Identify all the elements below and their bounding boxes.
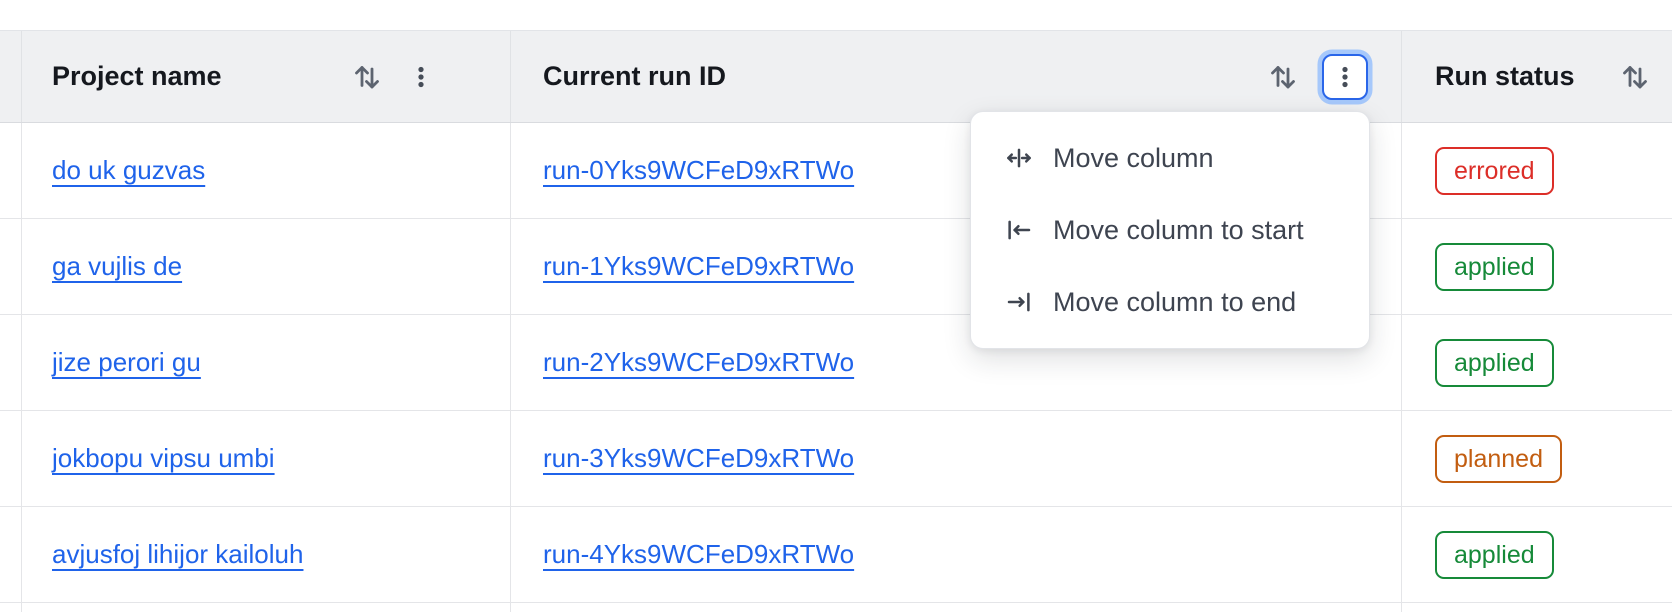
status-badge: planned xyxy=(1435,434,1562,483)
gutter-cell xyxy=(0,315,22,410)
run-id-link[interactable]: run-1Yks9WCFeD9xRTWo xyxy=(543,251,855,281)
project-name-link[interactable]: jize perori gu xyxy=(52,347,201,377)
column-header-current-run-id: Current run ID xyxy=(511,31,1402,122)
project-name-cell: jize perori gu xyxy=(22,315,511,410)
project-name-link[interactable]: ga vujlis de xyxy=(52,251,183,281)
gutter-cell xyxy=(0,411,22,506)
run-id-link[interactable]: run-0Yks9WCFeD9xRTWo xyxy=(543,155,855,185)
table-row: jokbopu vipsu umbi run-3Yks9WCFeD9xRTWo … xyxy=(0,411,1672,507)
table-body: do uk guzvas run-0Yks9WCFeD9xRTWo errore… xyxy=(0,123,1672,603)
status-badge: applied xyxy=(1435,338,1554,387)
menu-item-move-column[interactable]: Move column xyxy=(971,122,1369,194)
status-badge: applied xyxy=(1435,530,1554,579)
sort-arrows-icon xyxy=(1267,61,1299,93)
project-name-link[interactable]: avjusfoj lihijor kailoluh xyxy=(52,539,304,569)
projects-table: Project name Current run ID xyxy=(0,30,1672,612)
move-column-to-end-icon xyxy=(1004,287,1034,317)
project-name-cell: jokbopu vipsu umbi xyxy=(22,411,511,506)
sort-arrows-icon xyxy=(351,61,383,93)
gutter-header-cell xyxy=(0,31,22,122)
run-status-cell: errored xyxy=(1402,123,1672,218)
gutter-cell xyxy=(0,123,22,218)
run-status-cell: applied xyxy=(1402,507,1672,602)
move-column-to-start-icon xyxy=(1004,215,1034,245)
project-name-sort-button[interactable] xyxy=(344,54,390,100)
current-run-id-column-menu-button[interactable] xyxy=(1322,53,1368,100)
kebab-menu-icon xyxy=(1330,62,1360,92)
project-name-header-label: Project name xyxy=(52,61,222,91)
column-header-project-name: Project name xyxy=(22,31,511,122)
current-run-id-cell: run-1Yks9WCFeD9xRTWo xyxy=(511,219,1402,314)
run-id-link[interactable]: run-3Yks9WCFeD9xRTWo xyxy=(543,443,855,473)
current-run-id-sort-button[interactable] xyxy=(1260,54,1306,100)
project-name-column-menu-button[interactable] xyxy=(398,54,444,100)
column-options-menu: Move column Move column to start Move co… xyxy=(970,111,1370,349)
sort-arrows-icon xyxy=(1619,61,1651,93)
current-run-id-cell: run-2Yks9WCFeD9xRTWo xyxy=(511,315,1402,410)
project-name-cell: ga vujlis de xyxy=(22,219,511,314)
project-name-cell: avjusfoj lihijor kailoluh xyxy=(22,507,511,602)
project-name-link[interactable]: do uk guzvas xyxy=(52,155,206,185)
menu-item-label: Move column xyxy=(1053,142,1214,173)
column-header-run-status: Run status xyxy=(1402,31,1672,122)
table-header-row: Project name Current run ID xyxy=(0,30,1672,123)
status-badge: errored xyxy=(1435,146,1554,195)
table-row-partial xyxy=(0,603,1672,612)
run-id-link[interactable]: run-4Yks9WCFeD9xRTWo xyxy=(543,539,855,569)
run-id-link[interactable]: run-2Yks9WCFeD9xRTWo xyxy=(543,347,855,377)
current-run-id-header-label: Current run ID xyxy=(543,61,727,91)
run-status-cell: planned xyxy=(1402,411,1672,506)
table-row: avjusfoj lihijor kailoluh run-4Yks9WCFeD… xyxy=(0,507,1672,603)
table-row: ga vujlis de run-1Yks9WCFeD9xRTWo applie… xyxy=(0,219,1672,315)
gutter-cell xyxy=(0,219,22,314)
run-status-cell: applied xyxy=(1402,315,1672,410)
menu-item-label: Move column to start xyxy=(1053,214,1304,245)
project-name-link[interactable]: jokbopu vipsu umbi xyxy=(52,443,275,473)
run-status-cell: applied xyxy=(1402,219,1672,314)
menu-item-move-column-to-end[interactable]: Move column to end xyxy=(971,266,1369,338)
table-row: do uk guzvas run-0Yks9WCFeD9xRTWo errore… xyxy=(0,123,1672,219)
menu-item-move-column-to-start[interactable]: Move column to start xyxy=(971,194,1369,266)
move-column-icon xyxy=(1004,143,1034,173)
kebab-menu-icon xyxy=(406,62,436,92)
current-run-id-cell: run-0Yks9WCFeD9xRTWo xyxy=(511,123,1402,218)
current-run-id-cell: run-4Yks9WCFeD9xRTWo xyxy=(511,507,1402,602)
status-badge: applied xyxy=(1435,242,1554,291)
run-status-header-label: Run status xyxy=(1435,61,1575,91)
table-row: jize perori gu run-2Yks9WCFeD9xRTWo appl… xyxy=(0,315,1672,411)
gutter-cell xyxy=(0,507,22,602)
current-run-id-cell: run-3Yks9WCFeD9xRTWo xyxy=(511,411,1402,506)
run-status-sort-button[interactable] xyxy=(1612,54,1658,100)
menu-item-label: Move column to end xyxy=(1053,286,1297,317)
project-name-cell: do uk guzvas xyxy=(22,123,511,218)
